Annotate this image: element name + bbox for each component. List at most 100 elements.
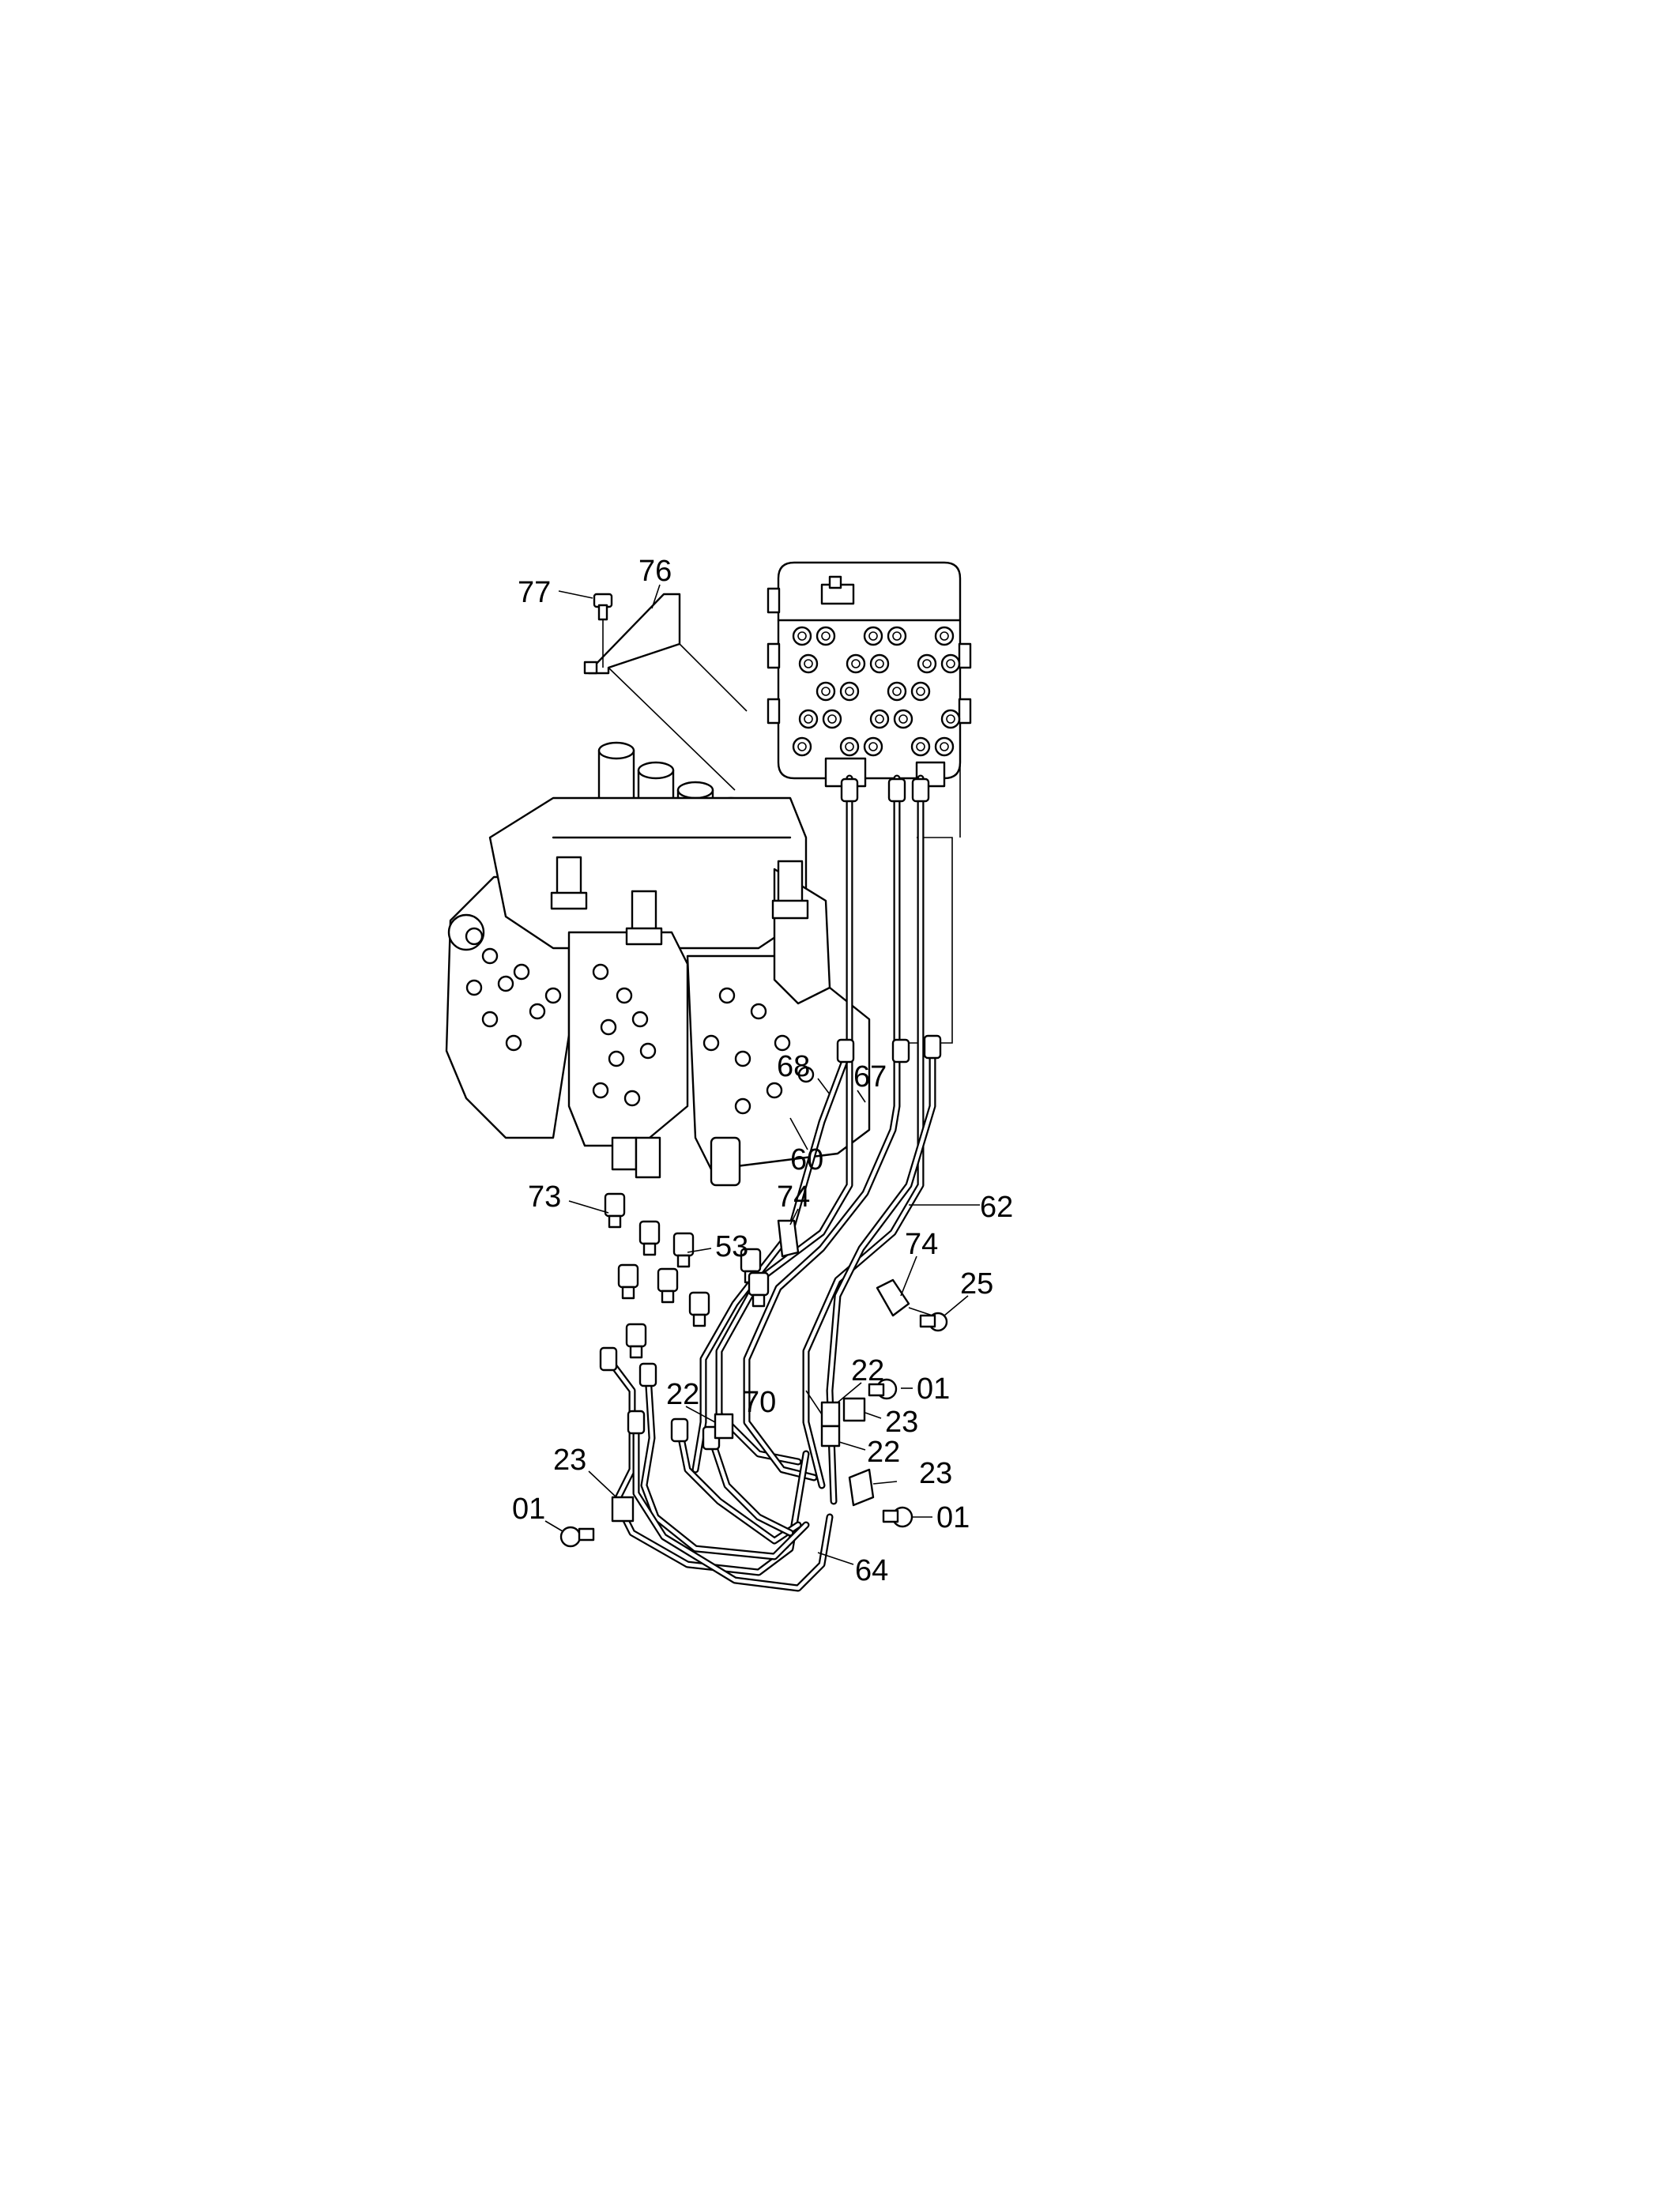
port-fitting [887, 681, 907, 702]
port-fitting [940, 653, 961, 674]
adapter-fitting [688, 1291, 710, 1316]
adapter-thread [676, 1254, 691, 1268]
port-hole [592, 1082, 609, 1099]
pipe-end-nut [627, 1410, 646, 1435]
port-fitting [869, 653, 890, 674]
adapter-fitting [617, 1263, 639, 1289]
callout-25: 25 [960, 1267, 993, 1301]
adapter-thread [629, 1345, 643, 1359]
port-bore [916, 687, 925, 696]
port-bore [821, 687, 831, 696]
adapter-fitting [625, 1323, 647, 1348]
callout-77: 77 [518, 576, 551, 609]
port-hole [465, 979, 483, 996]
callout-74-lower: 74 [905, 1228, 938, 1261]
callout-74-upper: 74 [777, 1180, 810, 1214]
port-fitting [893, 709, 913, 729]
pipe-end-nut [923, 1034, 942, 1060]
clamp-23-left [611, 1496, 635, 1523]
port-hole [529, 1003, 546, 1020]
port-bore [875, 714, 884, 724]
port-fitting [910, 681, 931, 702]
adapter-thread [692, 1313, 706, 1327]
clamp-74-lower [876, 1278, 933, 1317]
port-hole [592, 963, 609, 981]
port-hole [544, 987, 562, 1004]
port-bore [845, 742, 854, 751]
port-bore [916, 742, 925, 751]
callout-68: 68 [777, 1050, 810, 1083]
pipe-end-nut [840, 777, 859, 803]
port-fitting [839, 681, 860, 702]
callout-22-top: 22 [851, 1354, 884, 1387]
loose-fittings [604, 1192, 770, 1359]
pilot-valve-block [767, 561, 972, 788]
pipe-end-nut [887, 777, 906, 803]
port-bore [845, 687, 854, 696]
port-fitting [839, 736, 860, 757]
bracket-76 [583, 593, 748, 791]
callout-01-left: 01 [512, 1493, 545, 1526]
callout-76: 76 [638, 555, 672, 588]
port-bore [868, 631, 878, 641]
bolt-01-left [559, 1526, 595, 1548]
bolt-77 [593, 593, 613, 668]
adapter-thread [642, 1242, 657, 1256]
port-hole [774, 1034, 791, 1052]
port-bore [875, 659, 884, 668]
port-fitting [917, 653, 937, 674]
clamp-23-right-lower [848, 1468, 875, 1507]
port-hole [600, 1018, 617, 1036]
adapter-fitting [748, 1271, 770, 1297]
port-fitting [846, 653, 866, 674]
callout-23-left: 23 [553, 1444, 586, 1477]
port-hole [734, 1050, 751, 1067]
port-fitting [869, 709, 890, 729]
port-bore [804, 659, 813, 668]
callout-22-left: 22 [666, 1378, 699, 1411]
port-fitting [887, 626, 907, 646]
port-bore [851, 659, 861, 668]
port-hole [616, 987, 633, 1004]
port-bore [797, 742, 807, 751]
callout-60: 60 [790, 1143, 823, 1176]
pipe-end-nut [670, 1417, 689, 1443]
control-valve-body [445, 741, 871, 1187]
port-bore [898, 714, 908, 724]
port-bore [797, 631, 807, 641]
port-hole [734, 1097, 751, 1115]
port-hole [505, 1034, 522, 1052]
port-bore [827, 714, 837, 724]
callout-22-right: 22 [867, 1436, 900, 1469]
leader-lines [544, 584, 980, 1565]
adapter-fitting [657, 1267, 679, 1293]
callout-67: 67 [853, 1060, 887, 1094]
port-hole [797, 1066, 815, 1083]
port-fitting [940, 709, 961, 729]
port-bore [892, 631, 902, 641]
port-fitting [934, 626, 955, 646]
port-fitting [934, 736, 955, 757]
adapter-fitting [638, 1220, 661, 1245]
clamp-23-right-upper [842, 1397, 866, 1422]
callout-70: 70 [743, 1386, 776, 1419]
port-hole [497, 975, 514, 992]
port-bore [946, 714, 955, 724]
callout-01-upper: 01 [917, 1372, 950, 1406]
port-bore [868, 742, 878, 751]
adapter-thread [621, 1286, 635, 1300]
port-fitting [792, 626, 812, 646]
spool-cap-top [597, 741, 635, 760]
port-bore [940, 631, 949, 641]
port-hole [631, 1011, 649, 1028]
port-hole [481, 1011, 499, 1028]
callout-23-right-lower: 23 [919, 1457, 952, 1490]
port-fitting [792, 736, 812, 757]
callout-labels: 77 76 68 67 60 74 62 73 53 74 25 22 70 2… [512, 555, 1013, 1587]
spool-cap-top [676, 781, 714, 800]
bolt-25 [919, 1312, 948, 1332]
leader-line [909, 837, 953, 1044]
port-bore [892, 687, 902, 696]
port-fitting [798, 709, 819, 729]
